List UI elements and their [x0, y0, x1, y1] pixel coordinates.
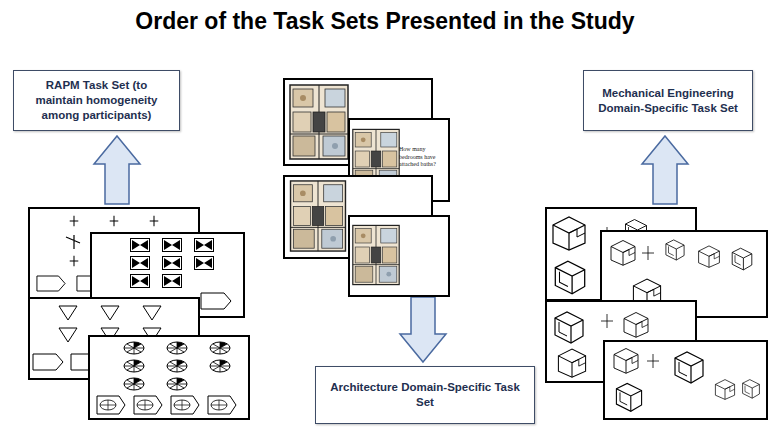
diagram-title: Order of the Task Sets Presented in the …	[0, 8, 770, 35]
box-label: Mechanical Engineering Domain-Specific T…	[592, 86, 744, 116]
task-set-box: Architecture Domain-Specific Task Set	[315, 366, 535, 424]
task-set-box: RAPM Task Set (to maintain homogeneity a…	[13, 70, 180, 131]
task-set-box: Mechanical Engineering Domain-Specific T…	[583, 70, 753, 131]
box-label: RAPM Task Set (to maintain homogeneity a…	[22, 78, 171, 123]
question-text: How many bedrooms have attached baths?	[399, 146, 445, 169]
box-label: Architecture Domain-Specific Task Set	[324, 380, 526, 410]
